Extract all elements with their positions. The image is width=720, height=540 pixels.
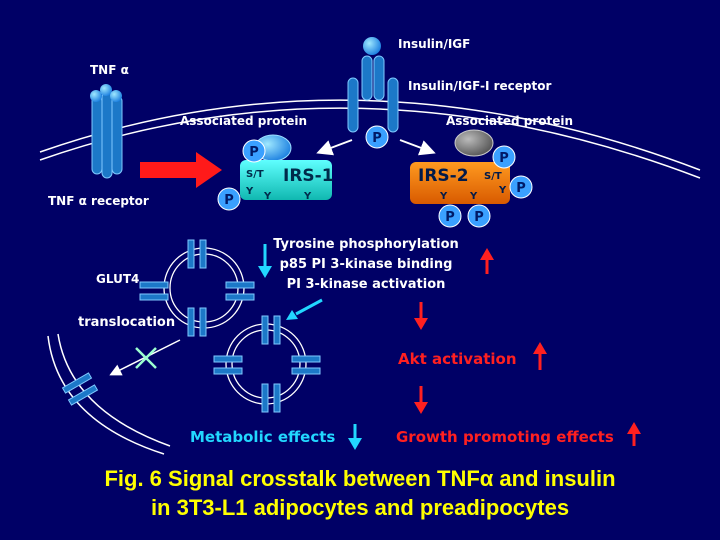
lower-membrane-outer — [47, 335, 165, 455]
irs1-p-left: P — [224, 193, 234, 208]
cyan-down-arrow-metabolic — [348, 424, 362, 450]
red-up-arrow-growth — [627, 422, 641, 446]
pi3k-activation-label: PI 3-kinase activation — [287, 277, 446, 292]
glut4-transporters-2 — [213, 315, 321, 413]
irs1-st: S/T — [246, 169, 264, 180]
tnf-receptor-shape — [90, 84, 123, 179]
cell-membrane-inner — [39, 107, 701, 179]
irs2-p-b2: P — [474, 210, 484, 225]
irs2-y1: Y — [439, 191, 448, 202]
irs1-y2: Y — [263, 191, 272, 202]
irs2-box — [410, 162, 510, 204]
akt-activation-label: Akt activation — [398, 350, 517, 368]
insulin-ligand — [363, 37, 381, 55]
receptor-p-label: P — [372, 131, 382, 146]
red-down-arrow-1 — [414, 302, 428, 330]
caption-line-2: in 3T3-L1 adipocytes and preadipocytes — [151, 495, 569, 520]
cyan-diagonal-arrow — [286, 298, 323, 320]
tnf-receptor-label: TNF α receptor — [48, 194, 149, 208]
red-up-arrow-akt — [533, 342, 547, 370]
irs1-p-top: P — [249, 145, 259, 160]
irs2-st: S/T — [484, 171, 502, 182]
insulin-receptor-label: Insulin/IGF-I receptor — [408, 79, 551, 93]
lower-membrane-inner — [57, 333, 171, 447]
insulin-receptor-shape — [347, 55, 399, 133]
irs1-y1: Y — [245, 186, 254, 197]
glut4-label: GLUT4 — [96, 272, 139, 286]
tnf-alpha-label: TNF α — [90, 63, 129, 77]
membrane-glut4 — [61, 372, 99, 406]
assoc-protein-right — [454, 129, 494, 157]
cell-membrane-outer — [39, 99, 701, 171]
irs2-y2: Y — [469, 191, 478, 202]
block-x-icon — [135, 347, 157, 369]
irs2-p-top: P — [499, 151, 509, 166]
irs2-p-right: P — [516, 181, 526, 196]
insulin-igf-label: Insulin/IGF — [398, 37, 470, 51]
irs2-label: IRS-2 — [418, 166, 469, 186]
cyan-down-arrow-1 — [258, 244, 272, 278]
red-down-arrow-2 — [414, 386, 428, 414]
caption-line-1: Fig. 6 Signal crosstalk between TNFα and… — [104, 466, 615, 491]
irs1-label: IRS-1 — [283, 166, 334, 186]
irs2-p-b1: P — [445, 210, 455, 225]
tyrosine-phosphorylation-label: Tyrosine phosphorylation — [273, 237, 459, 252]
metabolic-effects-label: Metabolic effects — [190, 428, 335, 446]
assoc-right-label: Associated protein — [446, 114, 573, 128]
growth-effects-label: Growth promoting effects — [396, 428, 614, 446]
red-up-arrow-1 — [480, 248, 494, 274]
irs1-y3: Y — [303, 191, 312, 202]
tnf-inhibition-arrow — [140, 152, 222, 188]
assoc-left-label: Associated protein — [180, 114, 307, 128]
p85-binding-label: p85 PI 3-kinase binding — [280, 257, 453, 272]
irs2-y3: Y — [498, 185, 507, 196]
irs1-box — [240, 160, 332, 200]
translocation-label: translocation — [78, 315, 175, 330]
glut4-transporters-1 — [139, 239, 255, 337]
